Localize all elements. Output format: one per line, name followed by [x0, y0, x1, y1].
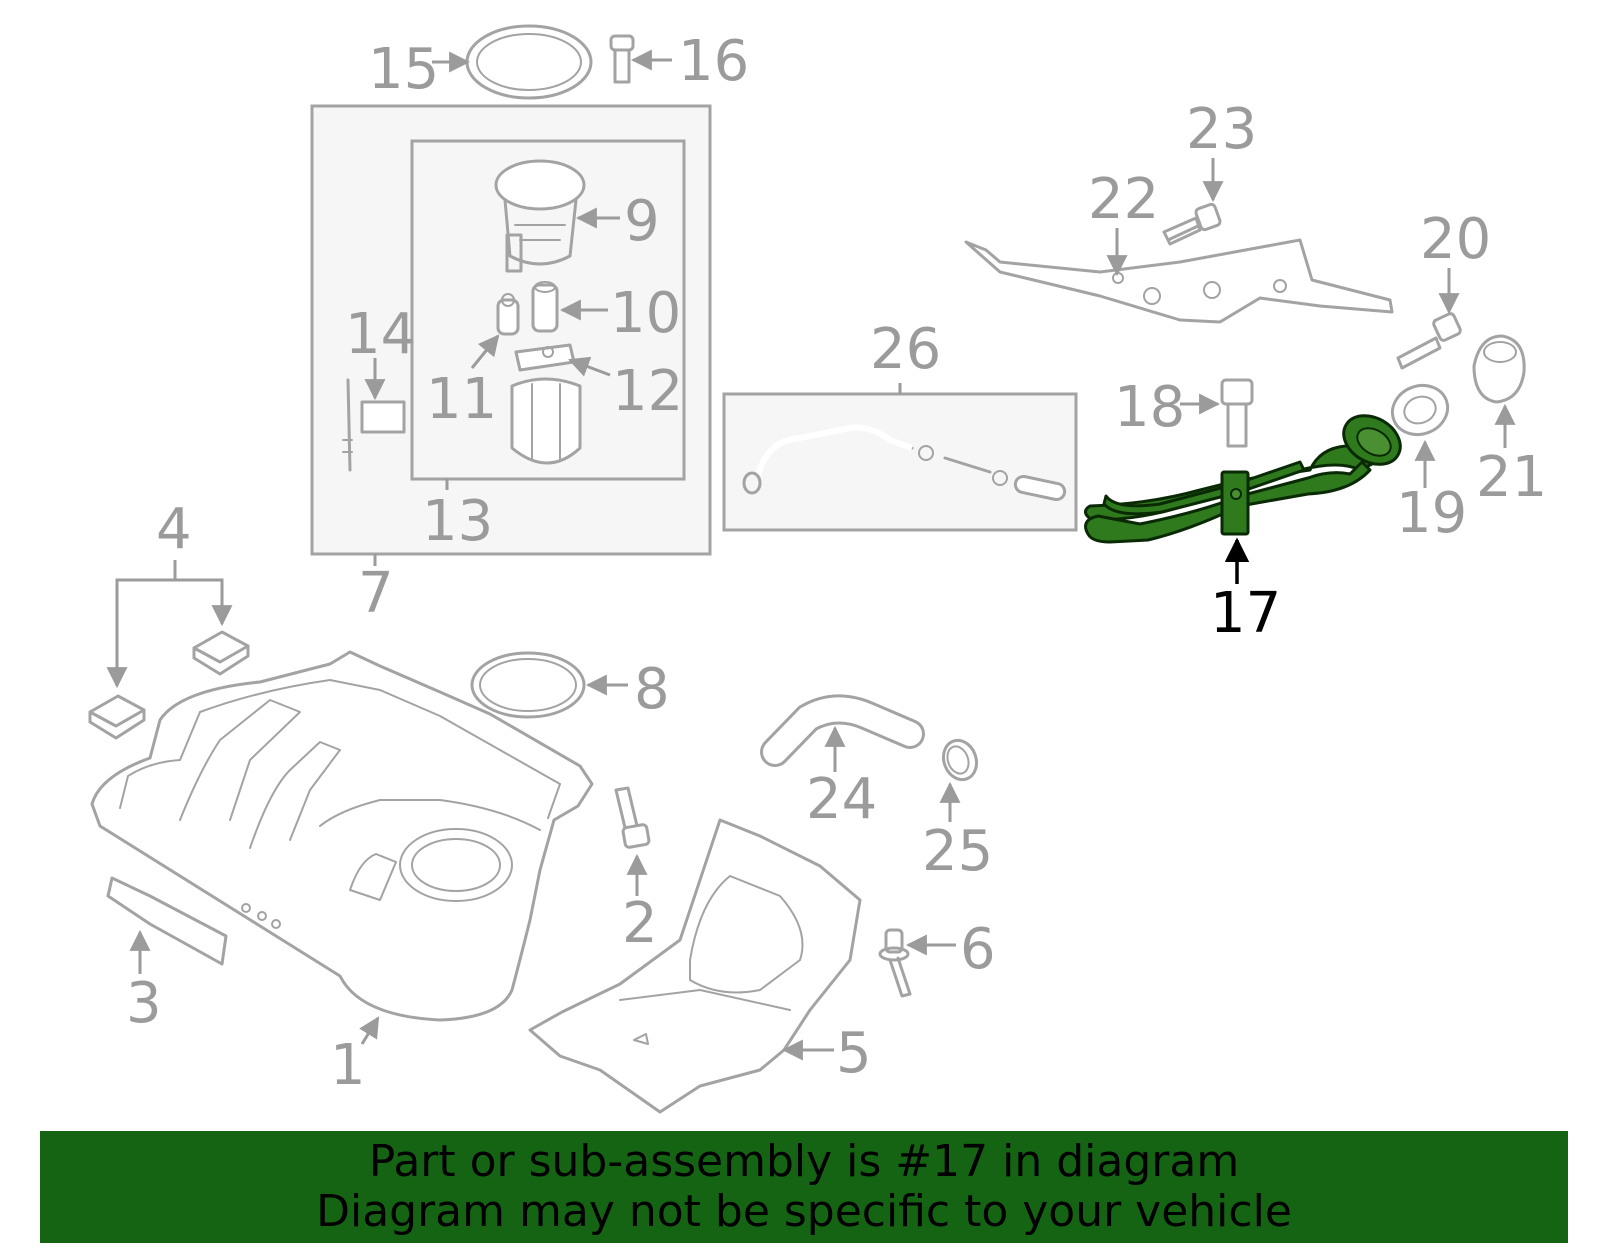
callout-3: 3 — [126, 971, 162, 1036]
callout-4: 4 — [156, 497, 192, 562]
part-11-regulator — [496, 293, 520, 336]
callout-19: 19 — [1396, 481, 1467, 546]
callout-25: 25 — [922, 819, 993, 884]
callout-5: 5 — [836, 1021, 872, 1086]
part-2-bolt — [614, 786, 651, 849]
assembly-box-26 — [722, 392, 1078, 532]
part-19-gasket — [1390, 383, 1450, 437]
callout-18: 18 — [1114, 375, 1185, 440]
callout-12: 12 — [612, 359, 683, 424]
callout-21: 21 — [1476, 445, 1547, 510]
callout-10: 10 — [610, 281, 681, 346]
pump-reservoir — [510, 377, 582, 465]
part-4-pads — [88, 630, 250, 740]
callout-1: 1 — [330, 1033, 366, 1098]
part-3-strip — [106, 876, 228, 966]
part-18-bolt — [1220, 378, 1254, 448]
part-14-sender — [342, 378, 406, 472]
callout-14: 14 — [345, 302, 416, 367]
part-17-filler-neck — [1084, 414, 1402, 544]
banner-line-2: Diagram may not be specific to your vehi… — [316, 1186, 1292, 1237]
part-8-ring — [470, 651, 586, 719]
callout-16: 16 — [678, 29, 749, 94]
callout-2: 2 — [622, 891, 658, 956]
callout-17: 17 — [1210, 581, 1281, 646]
callout-20: 20 — [1420, 207, 1491, 272]
callout-6: 6 — [960, 917, 996, 982]
part-10-filter — [531, 281, 559, 333]
part-6-pin — [878, 928, 912, 998]
callout-22: 22 — [1088, 167, 1159, 232]
callout-8: 8 — [634, 657, 670, 722]
part-9-pump-module — [494, 159, 586, 273]
part-12-bracket — [514, 343, 576, 372]
info-banner: Part or sub-assembly is #17 in diagram D… — [40, 1131, 1568, 1243]
part-23-bolt — [1162, 202, 1222, 246]
part-25-clamp — [941, 738, 979, 782]
part-26-hose-kit — [742, 424, 1067, 502]
part-15-gasket — [465, 24, 593, 100]
part-21-cap — [1472, 334, 1526, 404]
part-1-fuel-tank — [90, 650, 594, 1022]
part-20-bolt — [1396, 312, 1462, 370]
callout-26: 26 — [870, 317, 941, 382]
callout-11: 11 — [426, 367, 497, 432]
part-16-screw — [609, 34, 635, 84]
callout-24: 24 — [806, 767, 877, 832]
callout-23: 23 — [1186, 97, 1257, 162]
callout-7: 7 — [358, 561, 394, 626]
callout-9: 9 — [624, 189, 660, 254]
part-22-bracket — [964, 238, 1394, 324]
banner-line-1: Part or sub-assembly is #17 in diagram — [368, 1136, 1240, 1187]
part-24-hose — [760, 694, 925, 767]
callout-13: 13 — [422, 489, 493, 554]
callout-15: 15 — [368, 37, 439, 102]
part-5-heat-shield — [528, 818, 862, 1114]
